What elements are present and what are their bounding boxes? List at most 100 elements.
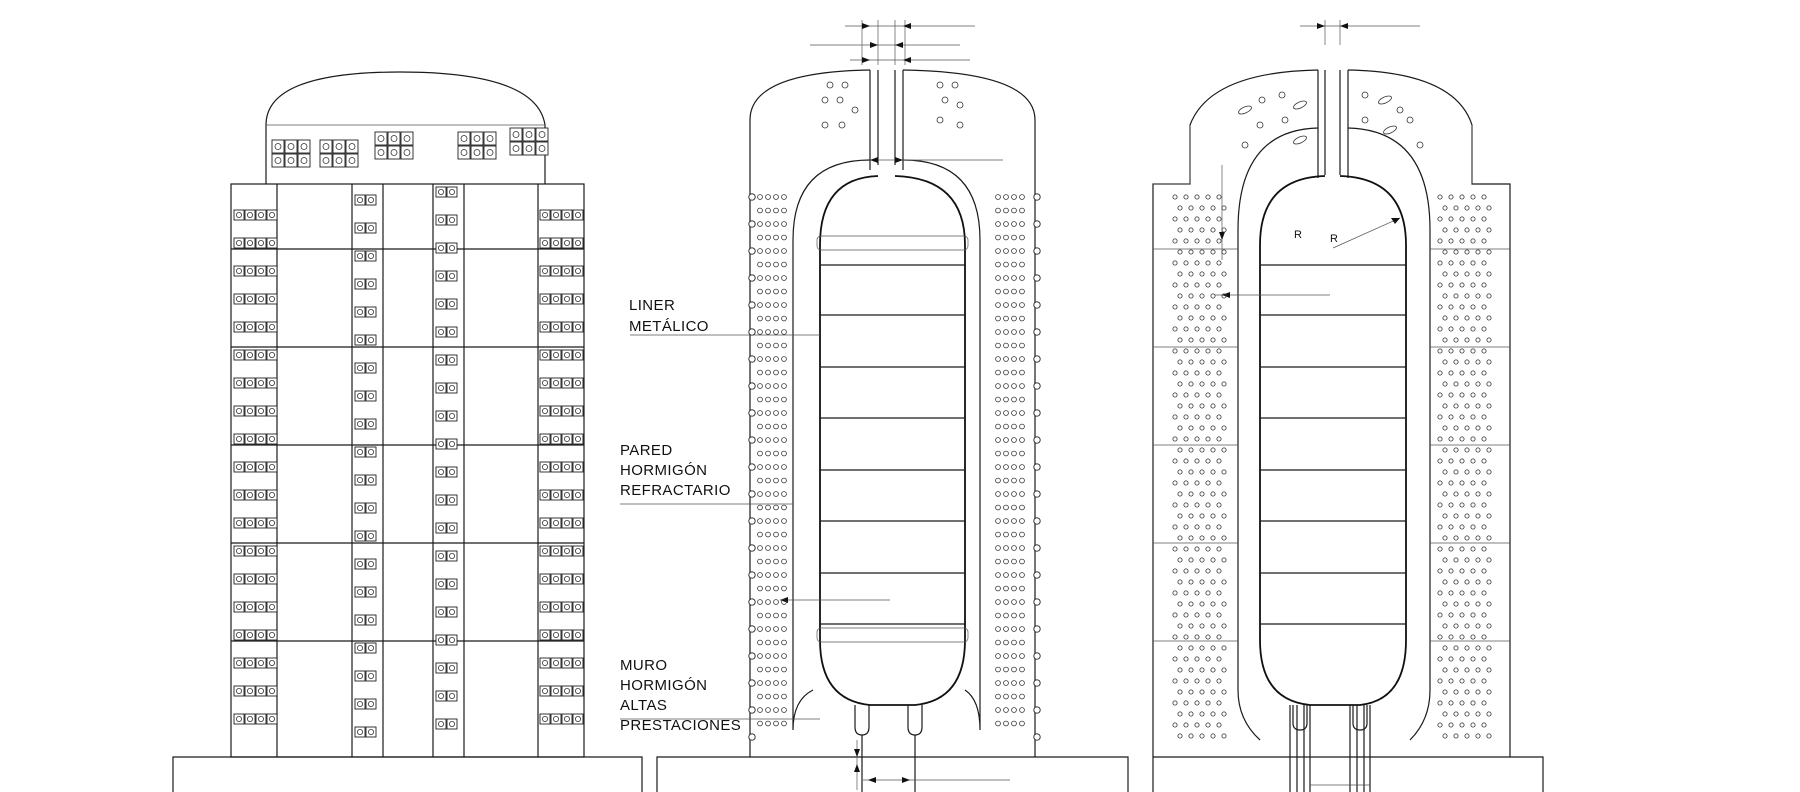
- anchor-block: [435, 606, 447, 618]
- anchor-block: [266, 685, 278, 697]
- section-a-nozzle-left: [854, 705, 870, 736]
- anchor-block: [244, 545, 256, 557]
- anchor-block: [255, 573, 267, 585]
- anchor-block: [365, 222, 377, 234]
- anchor-block: [446, 634, 458, 646]
- anchor-block: [550, 517, 562, 529]
- anchor-block: [233, 489, 245, 501]
- anchor-block: [539, 293, 551, 305]
- anchor-block: [266, 657, 278, 669]
- anchor-block: [244, 349, 256, 361]
- anchor-block: [539, 685, 551, 697]
- anchor-block: [435, 270, 447, 282]
- anchor-block: [435, 690, 447, 702]
- anchor-block: [561, 573, 573, 585]
- anchor-block: [233, 265, 245, 277]
- anchor-block: [255, 461, 267, 473]
- anchor-block: [244, 573, 256, 585]
- section-b-metal-liner: [1259, 175, 1407, 706]
- anchor-block: [233, 517, 245, 529]
- anchor-block: [446, 354, 458, 366]
- anchor-block: [572, 433, 584, 445]
- anchor-block: [354, 390, 366, 402]
- anchor-block: [266, 377, 278, 389]
- anchor-block: [365, 334, 377, 346]
- elevation-dome: [265, 71, 546, 184]
- anchor-block: [255, 321, 267, 333]
- anchor-block: [572, 657, 584, 669]
- anchor-block: [365, 530, 377, 542]
- anchor-block: [266, 545, 278, 557]
- anchor-block: [233, 573, 245, 585]
- anchor-block: [266, 265, 278, 277]
- anchor-block: [435, 438, 447, 450]
- anchor-block: [446, 438, 458, 450]
- anchor-block: [255, 489, 267, 501]
- anchor-block: [550, 657, 562, 669]
- anchor-block: [233, 237, 245, 249]
- anchor-block: [354, 530, 366, 542]
- radius-label-b: R: [1330, 233, 1338, 245]
- anchor-block: [354, 446, 366, 458]
- section-a-metal-liner: [819, 175, 966, 706]
- anchor-block: [550, 405, 562, 417]
- anchor-block: [255, 657, 267, 669]
- anchor-block: [550, 237, 562, 249]
- anchor-block: [561, 321, 573, 333]
- anchor-block: [550, 489, 562, 501]
- anchor-block: [572, 405, 584, 417]
- anchor-block: [446, 522, 458, 534]
- section-a-nozzle-right: [907, 705, 923, 736]
- anchor-block: [365, 614, 377, 626]
- anchor-block: [539, 321, 551, 333]
- anchor-block: [365, 642, 377, 654]
- anchor-block: [539, 601, 551, 613]
- anchor-block: [561, 237, 573, 249]
- label-pared-hormigon-refractario: PARED HORMIGÓN REFRACTARIO: [620, 442, 731, 499]
- anchor-block: [255, 685, 267, 697]
- anchor-block: [266, 713, 278, 725]
- anchor-block: [572, 517, 584, 529]
- anchor-block: [244, 601, 256, 613]
- section-b-refractory-wall: [1237, 127, 1431, 690]
- anchor-block: [435, 382, 447, 394]
- anchor-block: [539, 377, 551, 389]
- anchor-block: [255, 209, 267, 221]
- anchor-block: [435, 242, 447, 254]
- anchor-block: [572, 489, 584, 501]
- anchor-block: [550, 349, 562, 361]
- anchor-block: [354, 474, 366, 486]
- section-b-pipe-right: [1349, 705, 1371, 792]
- section-b-outer-wall: [1152, 69, 1511, 757]
- anchor-block: [255, 517, 267, 529]
- anchor-block: [354, 726, 366, 738]
- anchor-block: [561, 349, 573, 361]
- anchor-block: [266, 573, 278, 585]
- anchor-block: [365, 502, 377, 514]
- anchor-block: [539, 713, 551, 725]
- anchor-block: [244, 629, 256, 641]
- anchor-block: [266, 237, 278, 249]
- anchor-block: [561, 293, 573, 305]
- anchor-block: [354, 306, 366, 318]
- anchor-block: [354, 586, 366, 598]
- anchor-block: [354, 642, 366, 654]
- anchor-block: [233, 349, 245, 361]
- anchor-block: [233, 657, 245, 669]
- anchor-block: [550, 601, 562, 613]
- section-a-base: [656, 756, 1129, 792]
- anchor-block: [539, 237, 551, 249]
- anchor-block: [244, 433, 256, 445]
- anchor-block: [446, 690, 458, 702]
- anchor-block: [354, 222, 366, 234]
- anchor-block: [539, 629, 551, 641]
- anchor-block: [255, 545, 267, 557]
- anchor-block: [572, 713, 584, 725]
- anchor-block: [244, 489, 256, 501]
- anchor-block: [550, 573, 562, 585]
- anchor-block: [539, 349, 551, 361]
- anchor-block: [244, 209, 256, 221]
- anchor-block: [233, 321, 245, 333]
- anchor-block: [446, 718, 458, 730]
